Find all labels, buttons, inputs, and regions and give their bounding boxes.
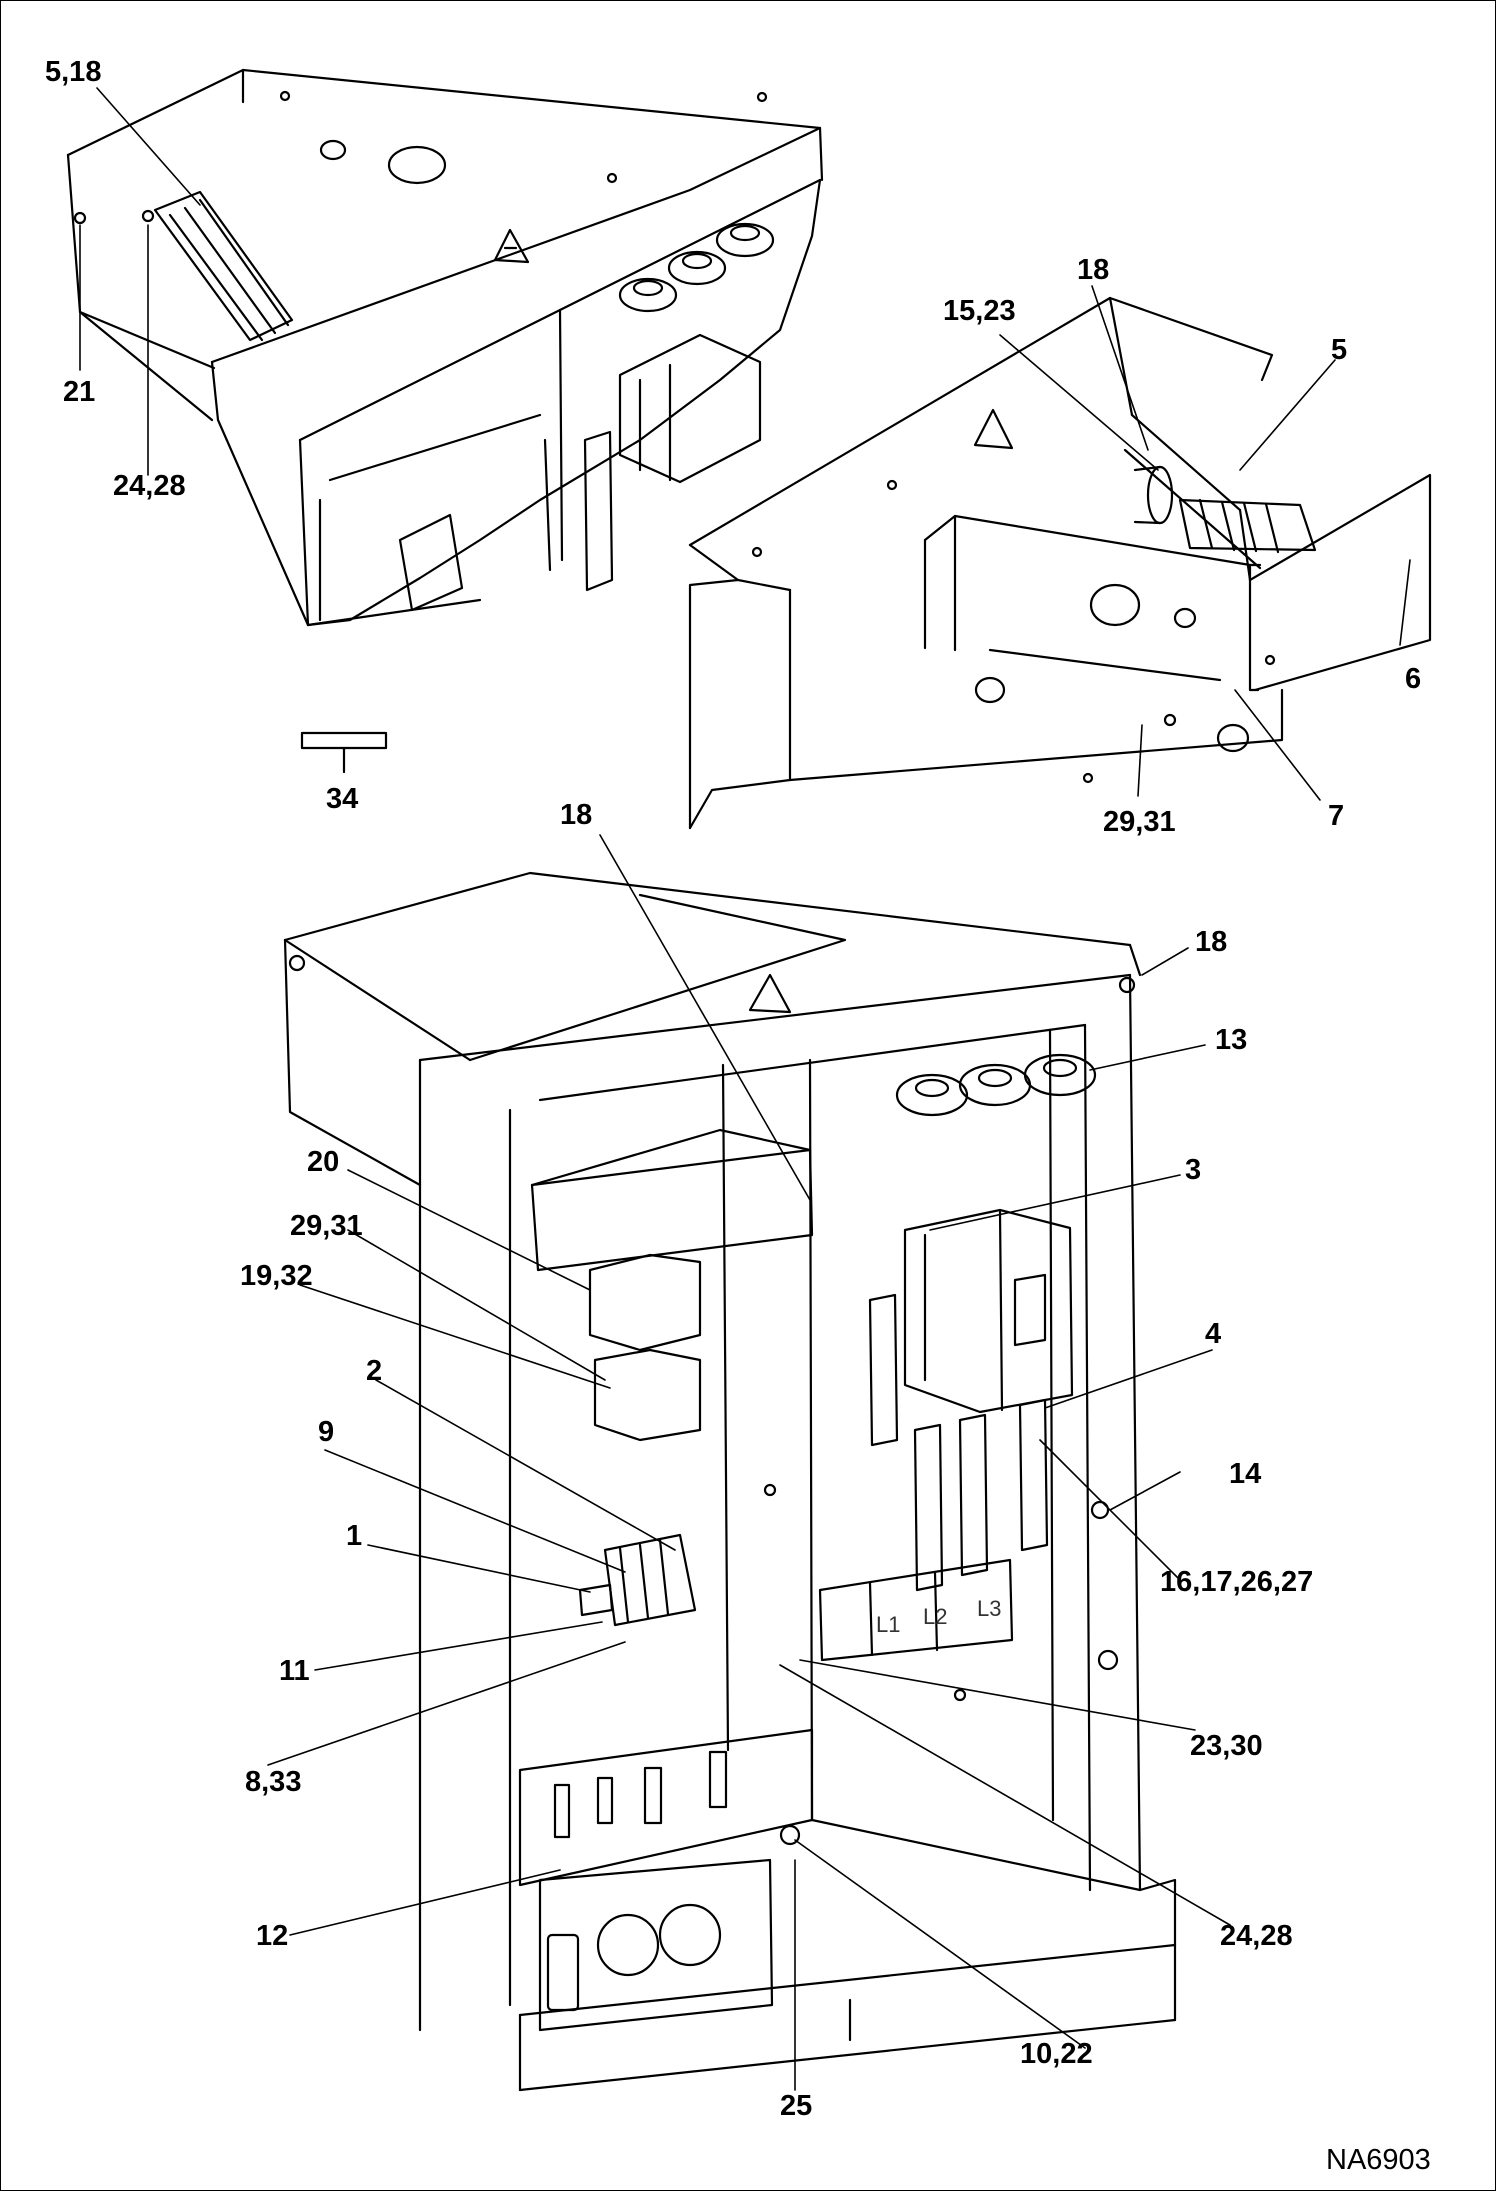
callout-29-31-main: 29,31: [290, 1210, 363, 1242]
callout-12: 12: [256, 1920, 289, 1952]
callout-19-32: 19,32: [240, 1260, 313, 1292]
callout-15-23: 15,23: [943, 295, 1016, 327]
callout-2: 2: [366, 1355, 383, 1387]
callout-24-28-top: 24,28: [113, 470, 186, 502]
callout-13: 13: [1215, 1024, 1248, 1056]
bus-label-l3: L3: [977, 1596, 1001, 1621]
callout-34: 34: [326, 783, 359, 815]
callout-20: 20: [307, 1146, 340, 1178]
top-left-view: [66, 68, 824, 627]
callout-5-right: 5: [1331, 334, 1348, 366]
callout-16-17-26-27: 16,17,26,27: [1160, 1566, 1314, 1598]
leader-lines: [79, 87, 1411, 2091]
callout-18-right: 18: [1077, 254, 1110, 286]
callout-5-18-top: 5,18: [45, 56, 102, 88]
callout-11: 11: [279, 1655, 310, 1687]
callout-6: 6: [1405, 663, 1422, 695]
callout-21: 21: [63, 376, 96, 408]
callout-4: 4: [1205, 1318, 1222, 1350]
callout-8-33: 8,33: [245, 1766, 302, 1798]
callout-25: 25: [780, 2090, 813, 2122]
callout-9: 9: [318, 1416, 335, 1448]
callout-18-main: 18: [560, 799, 593, 831]
callout-29-31-right: 29,31: [1103, 806, 1176, 838]
bus-label-l1: L1: [876, 1612, 900, 1637]
main-cabinet: [283, 871, 1177, 2092]
bus-label-group: L1 L2 L3: [876, 1596, 1001, 1637]
callout-1: 1: [346, 1520, 363, 1552]
callout-3: 3: [1185, 1154, 1202, 1186]
drawing-code: NA6903: [1326, 2144, 1431, 2176]
top-right-view: [688, 296, 1432, 830]
callout-7: 7: [1328, 800, 1345, 832]
callout-14: 14: [1229, 1458, 1262, 1490]
callout-23-30: 23,30: [1190, 1730, 1263, 1762]
callout-24-28-main: 24,28: [1220, 1920, 1293, 1952]
decal-34: [300, 731, 388, 774]
callout-18-corner: 18: [1195, 926, 1228, 958]
callout-10-22: 10,22: [1020, 2038, 1093, 2070]
bus-label-l2: L2: [923, 1604, 947, 1629]
